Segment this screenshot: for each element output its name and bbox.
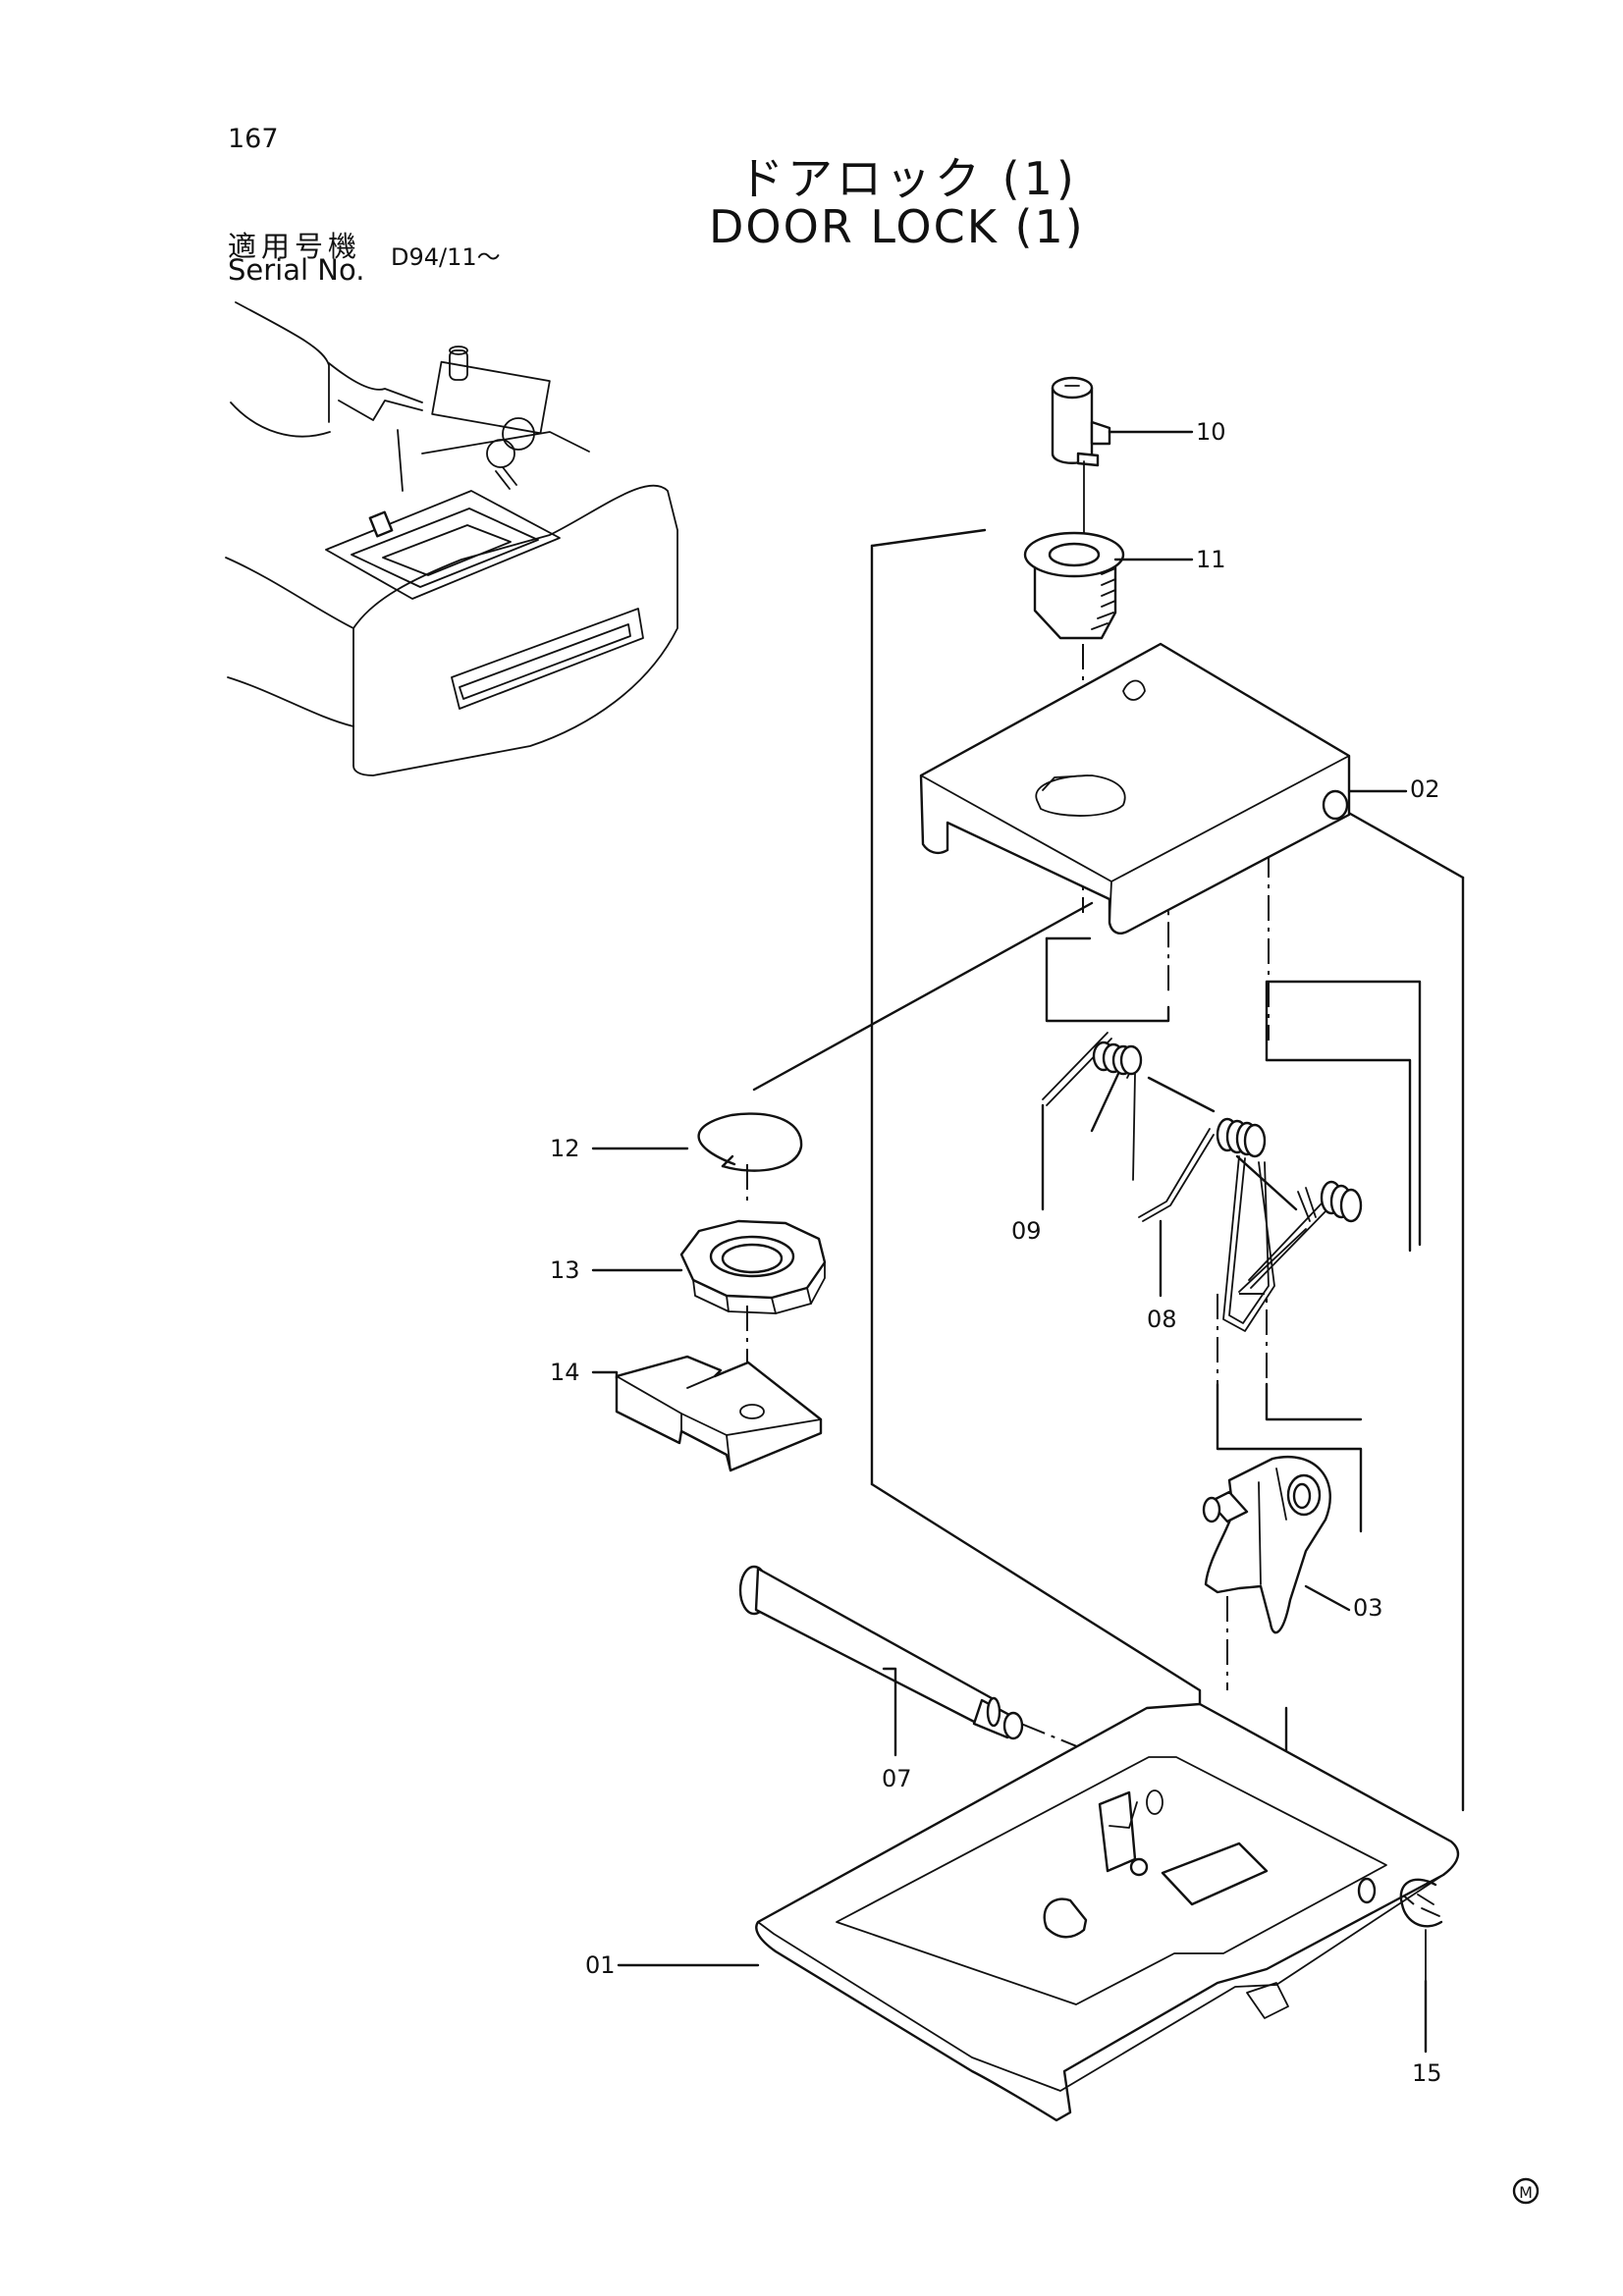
page-title-english: DOOR LOCK (1) — [709, 200, 1085, 253]
m-mark-letter: M — [1519, 2183, 1533, 2202]
m-mark-icon: M — [1512, 2177, 1540, 2205]
label-part-11: 11 — [1196, 546, 1226, 573]
latch-claw — [1202, 1456, 1331, 1634]
label-part-15: 15 — [1412, 2059, 1442, 2087]
label-part-02: 02 — [1410, 775, 1440, 803]
torsion-spring-08 — [1138, 1117, 1275, 1332]
label-part-03: 03 — [1353, 1594, 1383, 1622]
part-leader-lines — [591, 430, 1428, 2054]
e-ring — [1399, 1878, 1443, 1982]
lock-bushing — [1023, 531, 1125, 640]
label-part-09: 09 — [1011, 1217, 1042, 1245]
serial-range: D94/11～ — [391, 243, 501, 271]
serial-label-japanese: 適用号機 — [228, 230, 362, 263]
label-part-12: 12 — [550, 1135, 580, 1162]
label-part-13: 13 — [550, 1256, 580, 1284]
label-part-07: 07 — [882, 1765, 912, 1792]
assembly-guide-lines — [746, 528, 1465, 1905]
machine-location-view — [225, 301, 678, 776]
key-cylinder — [1051, 376, 1111, 541]
page-title-japanese: ドアロック (1) — [738, 152, 1078, 205]
label-part-14: 14 — [550, 1359, 580, 1386]
page-number: 167 — [228, 124, 279, 154]
lock-plate — [615, 1355, 823, 1472]
serial-label-english: Serial No. — [228, 253, 365, 287]
lock-pin — [738, 1565, 1024, 1740]
torsion-spring-third — [1238, 1180, 1363, 1293]
label-part-08: 08 — [1147, 1306, 1177, 1333]
snap-ring — [697, 1112, 803, 1172]
label-part-10: 10 — [1196, 418, 1226, 446]
lock-bracket — [919, 642, 1351, 934]
hex-nut — [679, 1219, 827, 1314]
lock-base-plate — [755, 1702, 1460, 2122]
torsion-spring-09 — [1042, 1032, 1143, 1181]
label-part-01: 01 — [585, 1951, 616, 1979]
